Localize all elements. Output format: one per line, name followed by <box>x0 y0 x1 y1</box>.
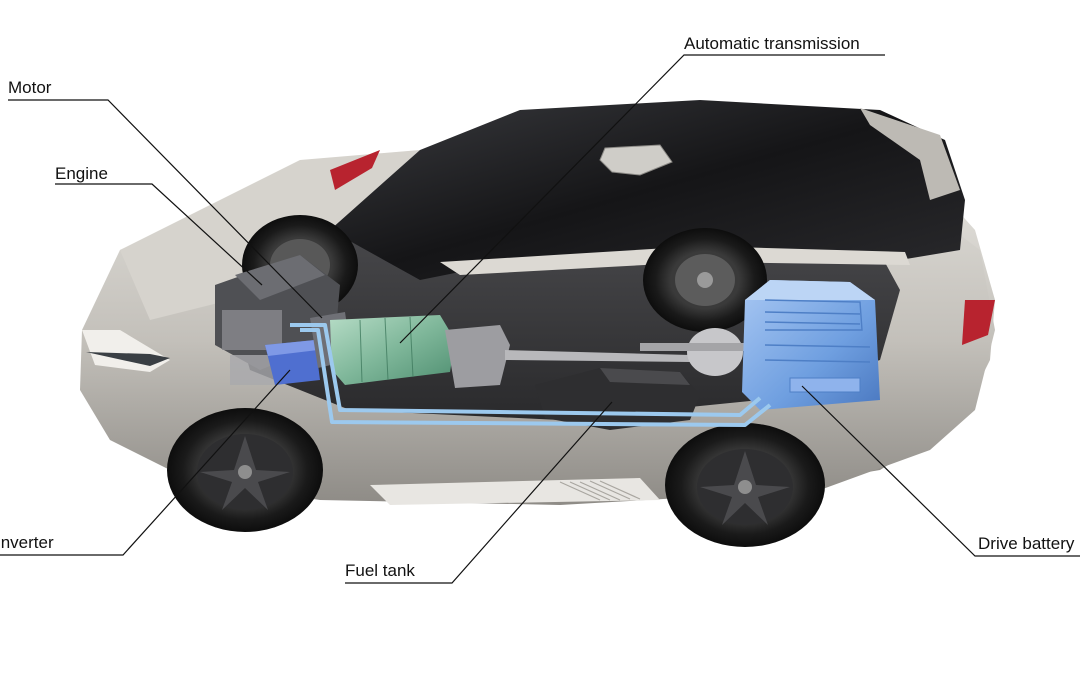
roof-silver-rail <box>860 108 960 200</box>
label-engine: Engine <box>55 164 108 183</box>
battery-pack <box>742 280 880 410</box>
tail-light <box>962 300 995 345</box>
rear-right-wheel <box>665 423 825 547</box>
rear-differential <box>687 328 743 376</box>
transfer-case <box>445 325 510 388</box>
label-automatic-transmission: Automatic transmission <box>684 34 860 53</box>
label-drive-battery: Drive battery <box>978 534 1075 553</box>
front-red-lamp <box>330 150 380 190</box>
roof <box>330 100 965 280</box>
label-fuel-tank: Fuel tank <box>345 561 415 580</box>
label-motor: Motor <box>8 78 52 97</box>
fueltank-leader-line <box>345 401 613 584</box>
step-grille <box>559 480 641 501</box>
transmission-leader-line <box>399 54 885 344</box>
hv-cables <box>290 323 772 427</box>
front-right-wheel <box>167 408 323 532</box>
headlight-strip <box>86 352 170 366</box>
roof-emblem <box>599 144 673 176</box>
inverter-leader-line <box>0 369 291 556</box>
label-inverter: Inverter <box>0 533 54 552</box>
engine-leader-line <box>55 183 263 286</box>
battery-leader-line <box>801 385 1080 557</box>
motor-leader-line <box>8 99 323 319</box>
driveshaft <box>505 350 690 362</box>
rear-left-wheel <box>643 228 767 332</box>
leader-lines <box>0 54 1080 584</box>
